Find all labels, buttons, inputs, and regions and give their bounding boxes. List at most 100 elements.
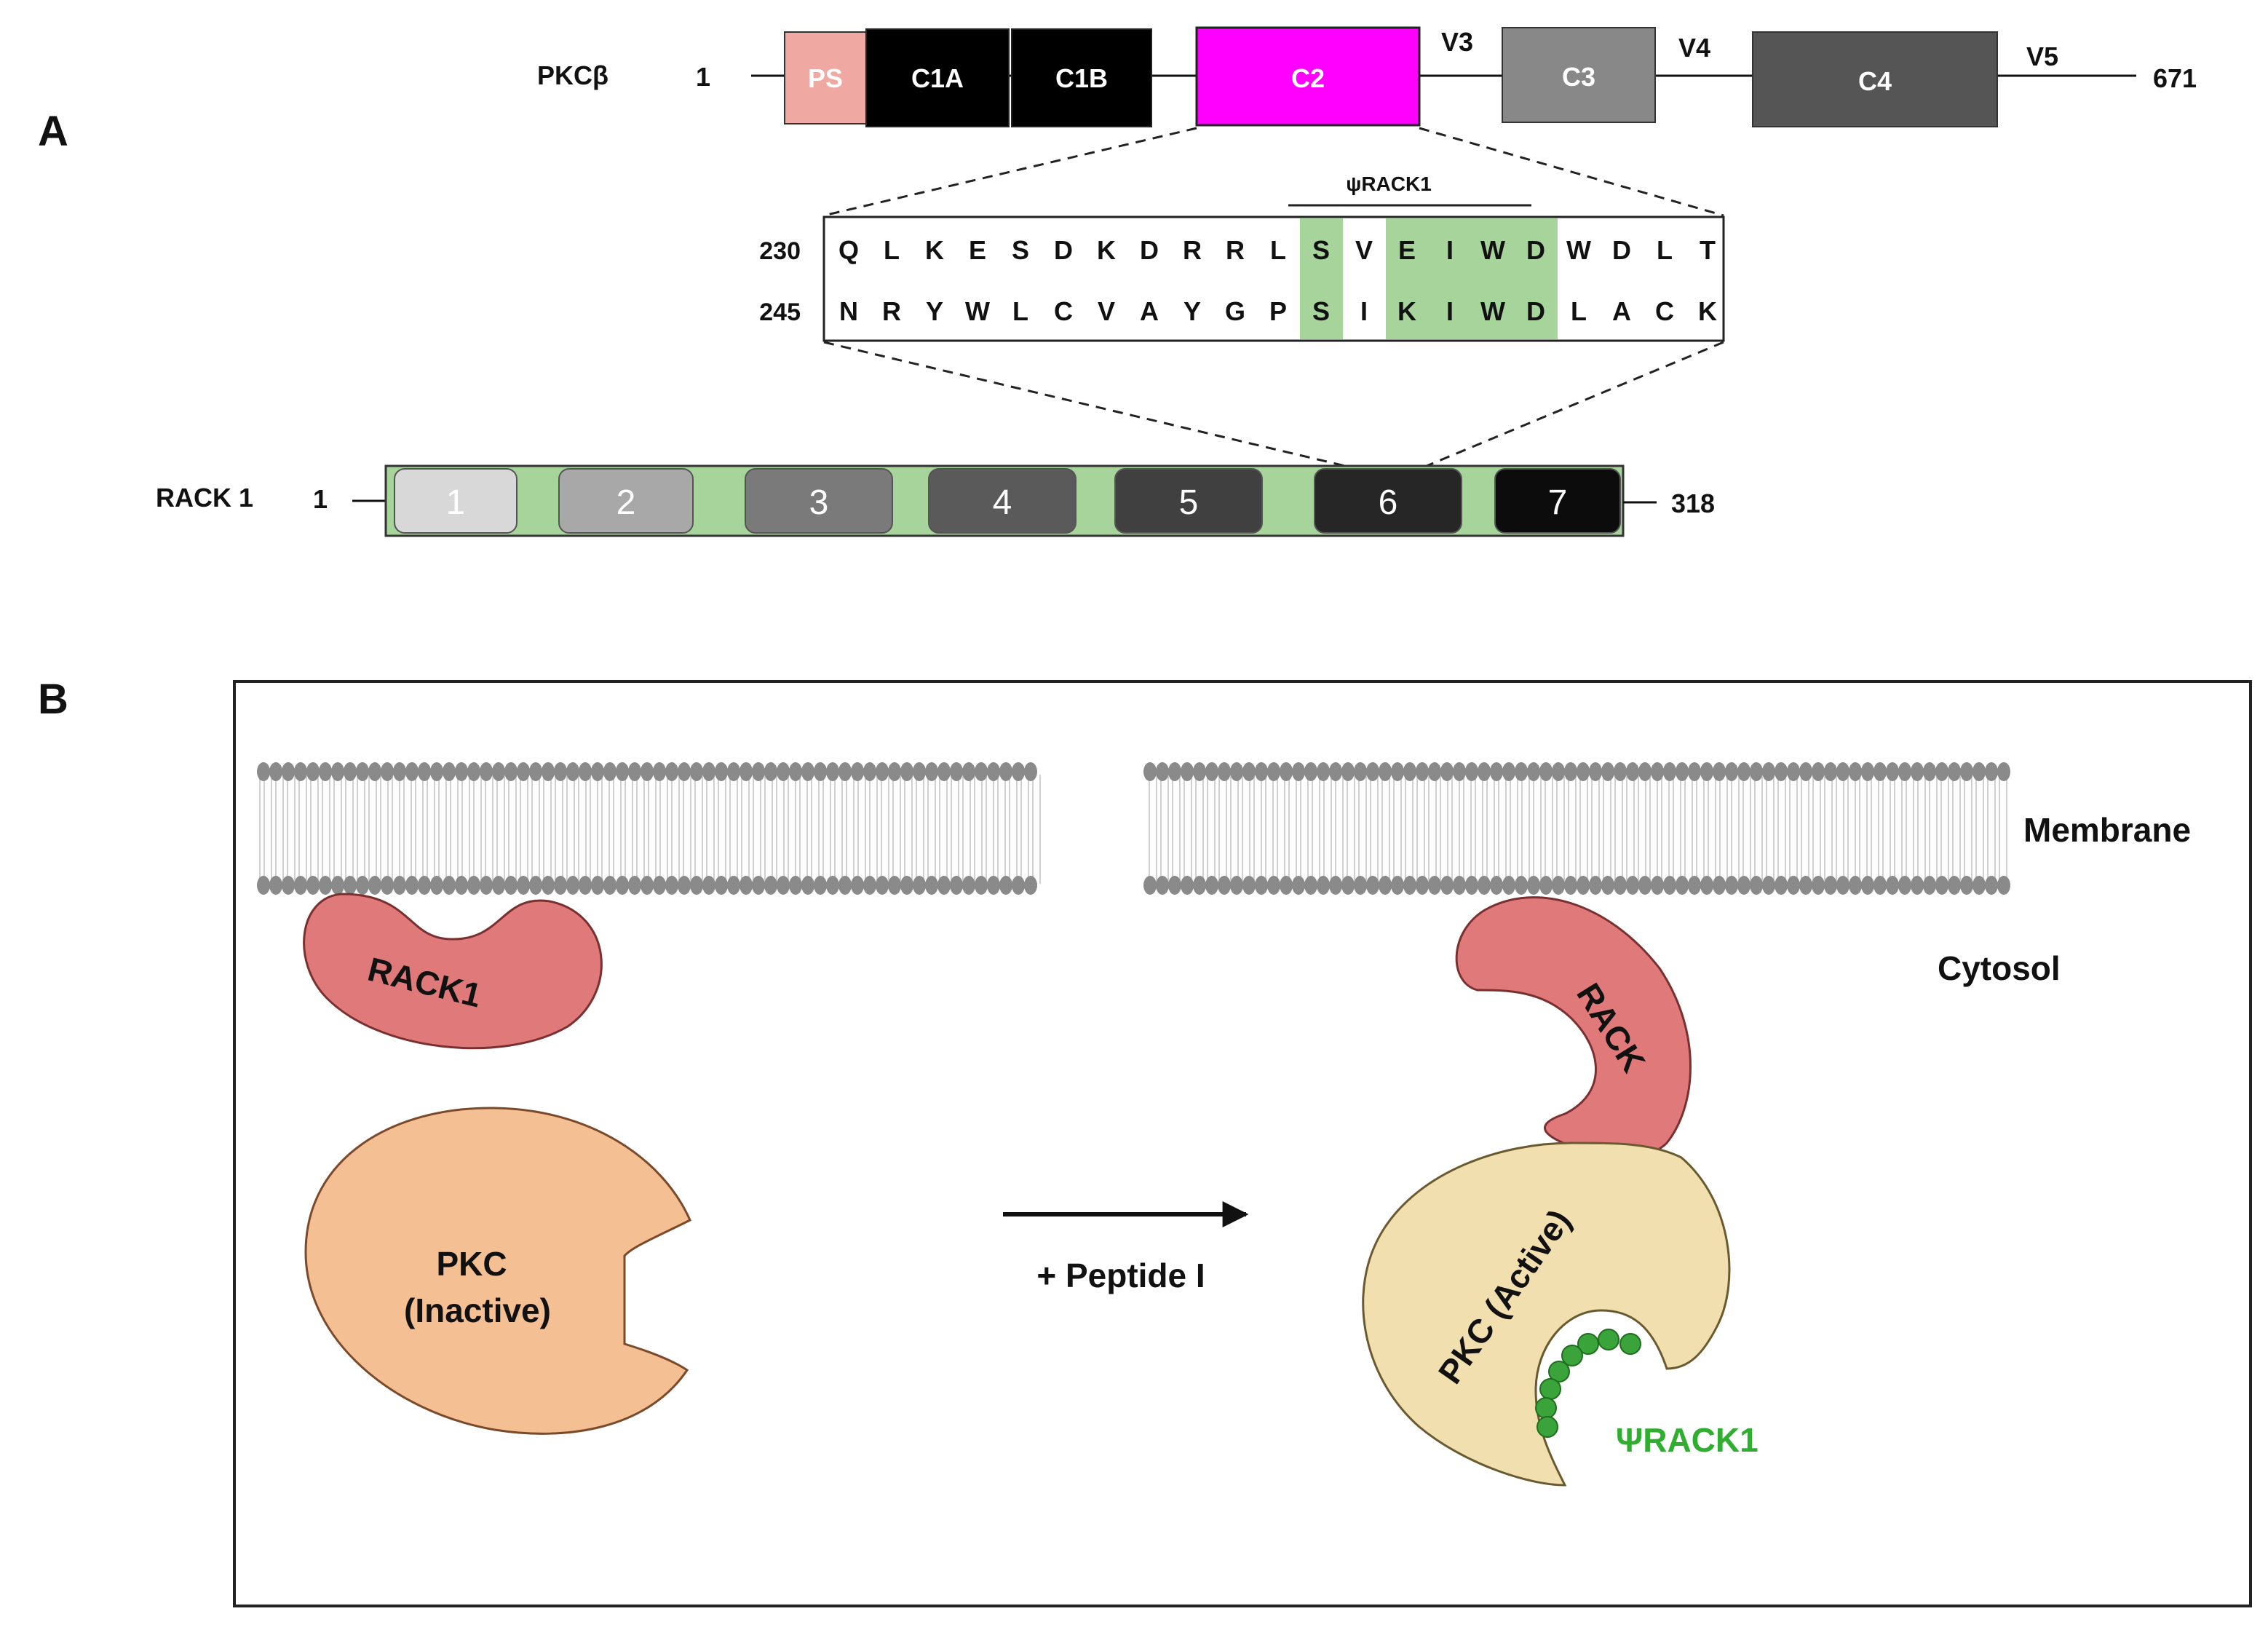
lipid-head	[690, 876, 703, 895]
lipid-head	[740, 762, 753, 781]
pkc-inactive-line2: (Inactive)	[404, 1291, 551, 1329]
lipid-head	[1143, 876, 1157, 895]
lipid-head	[764, 876, 777, 895]
motif-label: ψRACK1	[1346, 173, 1432, 195]
residue: Q	[838, 235, 859, 265]
lipid-head	[814, 876, 827, 895]
lipid-head	[1750, 876, 1763, 895]
lipid-head	[913, 876, 926, 895]
residue: K	[925, 235, 944, 265]
lipid-head	[1391, 762, 1404, 781]
domain-c4-label: C4	[1858, 66, 1892, 96]
lipid-head	[999, 762, 1012, 781]
lipid-head	[331, 876, 344, 895]
lipid-head	[628, 876, 641, 895]
residue: E	[1398, 235, 1416, 265]
lipid-head	[641, 762, 654, 781]
lipid-head	[443, 762, 456, 781]
lipid-head	[1688, 876, 1701, 895]
lipid-head	[1762, 876, 1775, 895]
lipid-head	[1527, 876, 1540, 895]
linker-v4: V4	[1678, 33, 1710, 63]
lipid-head	[851, 876, 864, 895]
lipid-head	[826, 876, 839, 895]
lipid-head	[975, 762, 988, 781]
lipid-head	[306, 876, 320, 895]
lipid-head	[690, 762, 703, 781]
residue: A	[1612, 296, 1631, 326]
rack1-blade-5	[1114, 468, 1263, 534]
lipid-head	[480, 876, 493, 895]
lipid-head	[888, 876, 901, 895]
lipid-head	[1478, 762, 1491, 781]
lipid-head	[653, 762, 666, 781]
lipid-head	[628, 762, 641, 781]
lipid-head	[1230, 762, 1243, 781]
sequence-frame	[822, 215, 1725, 342]
residue: R	[882, 296, 901, 326]
peptide-bead	[1619, 1333, 1641, 1355]
domain-c1a-label: C1A	[911, 63, 964, 93]
lipid-head	[566, 762, 579, 781]
lipid-head	[900, 762, 913, 781]
lipid-head	[1948, 876, 1961, 895]
lipid-head	[517, 876, 530, 895]
lipid-head	[529, 762, 542, 781]
lipid-head	[492, 876, 505, 895]
lipid-head	[1911, 762, 1924, 781]
lipid-head	[863, 876, 876, 895]
lipid-head	[1663, 876, 1676, 895]
lipid-head	[1985, 876, 1998, 895]
lipid-head	[1577, 876, 1590, 895]
lipid-head	[1985, 762, 1998, 781]
residue: D	[1054, 235, 1073, 265]
lipid-head	[1453, 876, 1466, 895]
lipid-head	[1366, 876, 1379, 895]
lipid-head	[319, 762, 332, 781]
lipid-head	[1589, 762, 1602, 781]
lipid-head	[962, 762, 975, 781]
lipid-head	[1440, 762, 1454, 781]
lipid-head	[1292, 876, 1305, 895]
lipid-head	[1193, 762, 1206, 781]
residue: E	[969, 235, 986, 265]
lipid-head	[1304, 762, 1317, 781]
lipid-head	[678, 876, 691, 895]
residue: Y	[1183, 296, 1201, 326]
rack1-end: 318	[1671, 488, 1715, 518]
lipid-head	[1416, 876, 1429, 895]
residue: V	[1098, 296, 1115, 326]
residue: L	[884, 235, 900, 265]
lipid-head	[1614, 762, 1627, 781]
residue: S	[1312, 235, 1330, 265]
lipid-head	[1502, 762, 1515, 781]
lipid-head	[504, 876, 518, 895]
domain-c3: C3	[1502, 27, 1656, 123]
lipid-head	[826, 762, 839, 781]
lipid-head	[1638, 876, 1652, 895]
lipid-head	[851, 762, 864, 781]
lipid-head	[1181, 876, 1194, 895]
lipid-head	[987, 876, 1000, 895]
lipid-head	[789, 762, 802, 781]
lipid-head	[962, 876, 975, 895]
peptide-bead	[1598, 1329, 1619, 1350]
lipid-head	[1972, 876, 1986, 895]
lipid-head	[740, 876, 753, 895]
lipid-head	[282, 762, 295, 781]
domain-c1b-label: C1B	[1055, 63, 1108, 93]
rack1-blade-1	[394, 468, 518, 534]
lipid-head	[1589, 876, 1602, 895]
rack1-blade-7	[1494, 468, 1621, 534]
pkc-inactive-protein: PKC (Inactive)	[304, 1107, 691, 1435]
pkc-inactive-line1: PKC	[436, 1245, 507, 1283]
lipid-head	[1181, 762, 1194, 781]
rack1-blade-label: 3	[809, 483, 829, 522]
lipid-head	[975, 876, 988, 895]
lipid-head	[925, 762, 938, 781]
lipid-head	[418, 876, 431, 895]
lipid-head	[579, 762, 592, 781]
lipid-head	[480, 762, 493, 781]
